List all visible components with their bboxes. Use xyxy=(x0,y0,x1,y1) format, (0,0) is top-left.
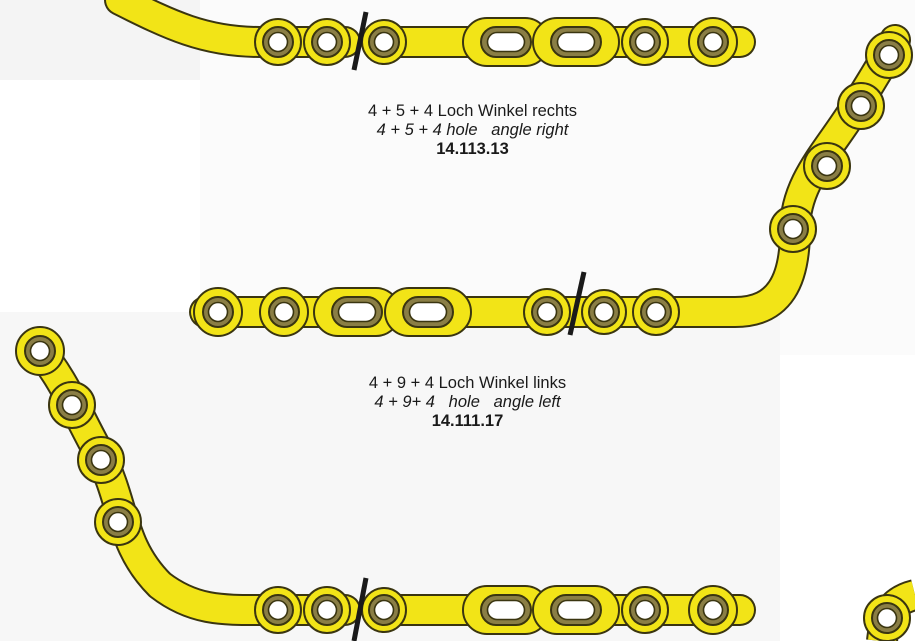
background-panel-lower xyxy=(0,312,780,641)
product-title-en: 4 + 9+ 4 hole angle left xyxy=(374,393,561,411)
article-number: 14.113.13 xyxy=(436,140,509,158)
product-title-de: 4 + 9 + 4 Loch Winkel links xyxy=(368,374,567,392)
plate-corner xyxy=(863,579,915,641)
product-title-en: 4 + 5 + 4 hole angle right xyxy=(376,121,569,139)
product-title-de: 4 + 5 + 4 Loch Winkel rechts xyxy=(367,102,578,120)
plate-bottom xyxy=(15,326,756,641)
plate-middle xyxy=(189,24,913,337)
product-caption-2: 4 + 9 + 4 Loch Winkel links 4 + 9+ 4 hol… xyxy=(295,374,640,431)
article-number: 14.111.17 xyxy=(431,412,504,430)
product-caption-1: 4 + 5 + 4 Loch Winkel rechts 4 + 5 + 4 h… xyxy=(300,102,645,159)
plate-top xyxy=(104,0,756,71)
